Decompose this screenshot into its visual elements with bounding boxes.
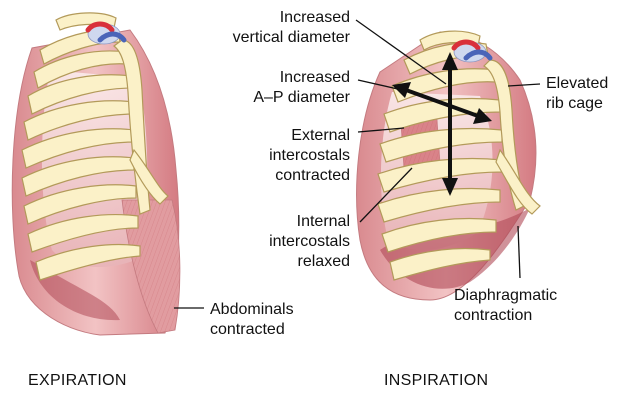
label-abdominals: Abdominals contracted [210, 300, 294, 340]
expiration-rib-cage [12, 13, 180, 335]
label-line: contracted [269, 166, 350, 186]
label-line: contracted [210, 320, 294, 340]
label-line: contraction [454, 306, 557, 326]
caption-inspiration: INSPIRATION [384, 372, 488, 390]
label-external-intercostals: External intercostals contracted [269, 126, 350, 186]
label-line: Increased [253, 68, 350, 88]
caption-expiration: EXPIRATION [28, 372, 127, 390]
label-elevated-rib-cage: Elevated rib cage [546, 74, 608, 114]
label-line: Elevated [546, 74, 608, 94]
label-line: Abdominals [210, 300, 294, 320]
label-line: relaxed [269, 252, 350, 272]
label-increased-vertical-diameter: Increased vertical diameter [233, 8, 350, 48]
label-diaphragmatic: Diaphragmatic contraction [454, 286, 557, 326]
label-line: Increased [233, 8, 350, 28]
label-line: External [269, 126, 350, 146]
label-line: Diaphragmatic [454, 286, 557, 306]
label-line: intercostals [269, 146, 350, 166]
label-line: intercostals [269, 232, 350, 252]
label-line: vertical diameter [233, 28, 350, 48]
label-line: rib cage [546, 94, 608, 114]
label-internal-intercostals: Internal intercostals relaxed [269, 212, 350, 272]
label-line: Internal [269, 212, 350, 232]
label-increased-ap-diameter: Increased A–P diameter [253, 68, 350, 108]
label-line: A–P diameter [253, 88, 350, 108]
